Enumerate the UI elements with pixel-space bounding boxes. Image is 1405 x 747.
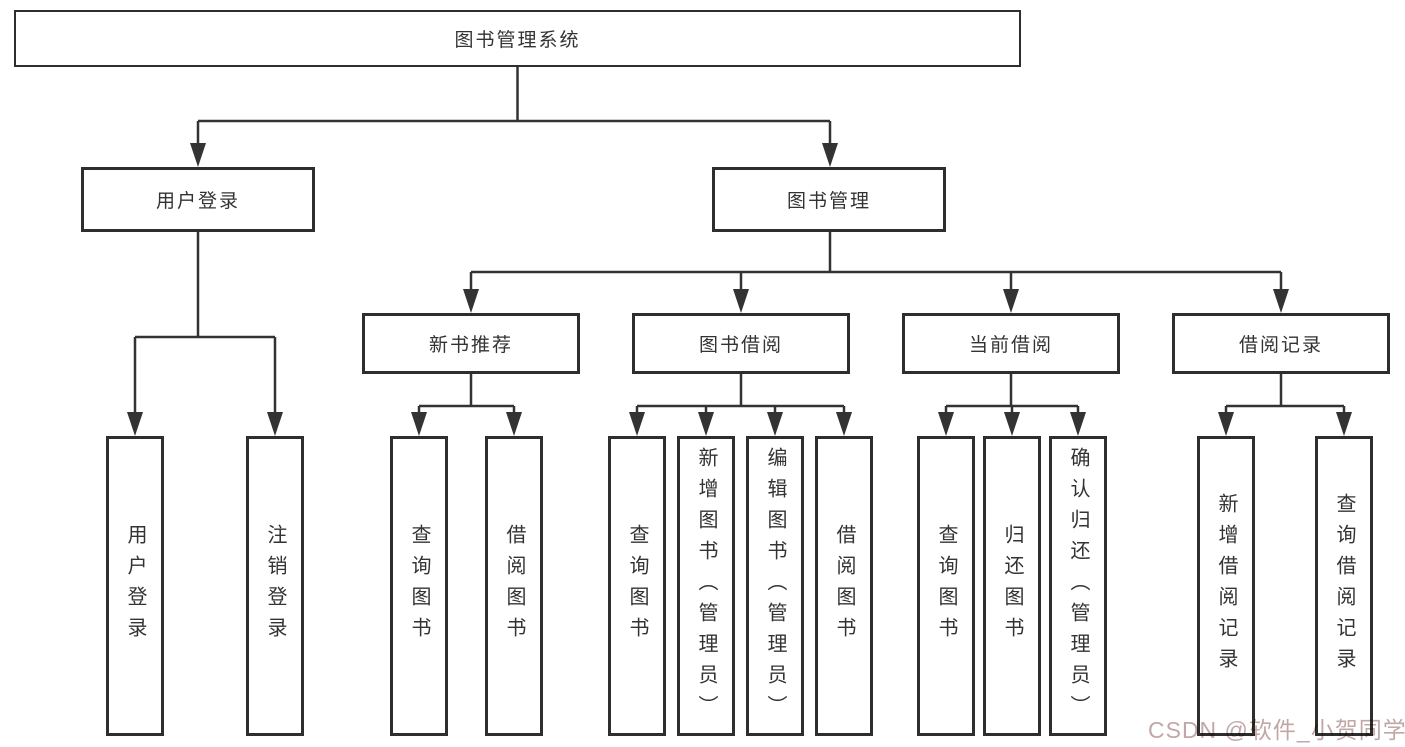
leaf-borrow-book-recommend: 借阅图书 <box>485 436 543 736</box>
leaf-edit-book-admin: 编辑图书（管理员） <box>746 436 804 736</box>
leaf-borrow-book: 借阅图书 <box>815 436 873 736</box>
node-label: 查询图书 <box>935 524 957 648</box>
node-label: 借阅记录 <box>1238 335 1323 356</box>
node-label: 确认归还（管理员） <box>1067 446 1089 726</box>
node-borrowing-records: 借阅记录 <box>1172 313 1390 374</box>
node-label: 注销登录 <box>264 524 286 648</box>
node-label: 查询图书 <box>408 524 430 648</box>
node-label: 用户登录 <box>155 191 240 212</box>
node-label: 图书借阅 <box>698 335 783 356</box>
csdn-watermark: CSDN @软件_小贺同学 <box>1148 717 1405 743</box>
node-label: 图书管理 <box>786 191 871 212</box>
node-label: 当前借阅 <box>968 335 1053 356</box>
node-label: 新书推荐 <box>428 335 513 356</box>
connector-new-book <box>411 374 522 436</box>
node-label: 借阅图书 <box>503 524 525 648</box>
leaf-add-borrow-record: 新增借阅记录 <box>1197 436 1255 736</box>
node-label: 新增图书（管理员） <box>695 446 717 726</box>
node-label: 归还图书 <box>1001 524 1023 648</box>
connector-user-login <box>127 232 283 436</box>
node-current-borrowing: 当前借阅 <box>902 313 1120 374</box>
node-book-management: 图书管理 <box>712 167 946 232</box>
node-label: 查询图书 <box>626 524 648 648</box>
leaf-logout: 注销登录 <box>246 436 304 736</box>
leaf-query-borrow-record: 查询借阅记录 <box>1315 436 1373 736</box>
node-book-borrowing: 图书借阅 <box>632 313 850 374</box>
node-label: 借阅图书 <box>833 524 855 648</box>
leaf-add-book-admin: 新增图书（管理员） <box>677 436 735 736</box>
leaf-query-book-borrow: 查询图书 <box>608 436 666 736</box>
connector-book-mgmt <box>463 232 1289 313</box>
node-label: 新增借阅记录 <box>1215 493 1237 679</box>
connector-current-borrow <box>938 374 1086 436</box>
node-label: 用户登录 <box>124 524 146 648</box>
node-label: 查询借阅记录 <box>1333 493 1355 679</box>
leaf-confirm-return-admin: 确认归还（管理员） <box>1049 436 1107 736</box>
node-label: 编辑图书（管理员） <box>764 446 786 726</box>
node-library-management-system: 图书管理系统 <box>14 10 1021 67</box>
connector-borrow-records <box>1218 374 1352 436</box>
leaf-return-book: 归还图书 <box>983 436 1041 736</box>
node-label: 图书管理系统 <box>454 30 581 51</box>
leaf-query-book-current: 查询图书 <box>917 436 975 736</box>
node-new-book-recommendation: 新书推荐 <box>362 313 580 374</box>
connector-book-borrow <box>629 374 852 436</box>
connector-root <box>190 67 838 167</box>
leaf-user-login: 用户登录 <box>106 436 164 736</box>
leaf-query-book-recommend: 查询图书 <box>390 436 448 736</box>
node-user-login: 用户登录 <box>81 167 315 232</box>
